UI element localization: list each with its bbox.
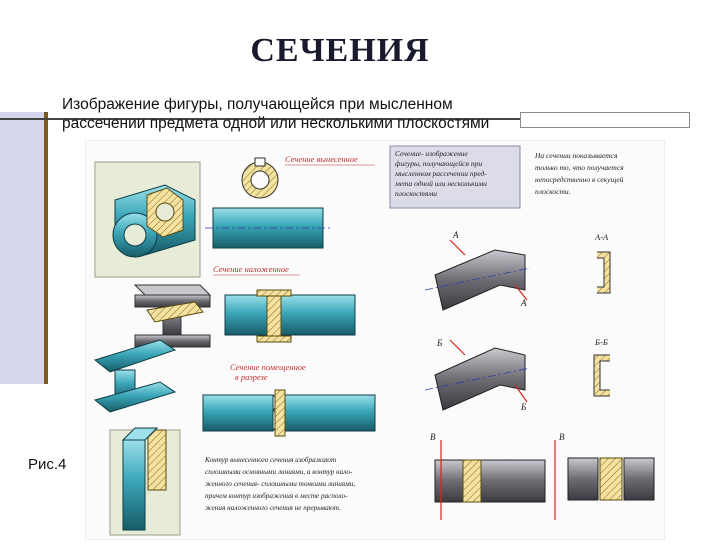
note-right-line-1: На сечении показывается [534, 151, 618, 160]
note-right-line-4: плоскости. [535, 187, 571, 196]
header-rule [0, 118, 690, 120]
bent-bar-b: Б Б [424, 338, 531, 412]
channel-3d [109, 427, 181, 536]
mark-a-top: А [452, 230, 459, 240]
definition-line-1: Сечение- изображение [395, 149, 469, 158]
left-accent-edge [44, 112, 48, 384]
mark-b-bottom: Б [520, 402, 527, 412]
slide-title: СЕЧЕНИЯ [250, 32, 430, 69]
note-bottom-line-1: Контур вынесенного сечения изображают [204, 456, 336, 464]
svg-text:Сечение- изображение: Сечение- изображение фигуры, получающейс… [394, 149, 489, 198]
mark-v-right: В [559, 432, 565, 442]
caption-extended: Сечение вынесенное [285, 154, 358, 164]
figure-label: Рис.4 [28, 456, 67, 473]
note-bottom-line-5: жения наложенного сечения не прерывают. [205, 504, 341, 512]
header-rule-box [520, 112, 690, 128]
left-accent-bar [0, 112, 46, 384]
bottom-part-v: В В [430, 432, 565, 520]
subtitle-line-2: рассечении предмета одной или нескольким… [62, 115, 490, 132]
note-right-line-2: только то, что получается [535, 163, 624, 172]
slide-subtitle: Изображение фигуры, получающейся при мыс… [62, 95, 572, 133]
shaft-3d [94, 161, 201, 278]
mark-b-top: Б [436, 338, 443, 348]
definition-box: Сечение- изображение фигуры, получающейс… [389, 145, 521, 209]
caption-superimposed: Сечение наложенное [213, 264, 289, 274]
extended-section [241, 157, 279, 199]
note-bottom-line-3: женного сечения- сплошными тонкими линия… [205, 480, 355, 488]
caption-in-break-line-1: Сечение помещенное [230, 362, 306, 372]
label-a-a: А-А [594, 232, 609, 242]
note-bottom-line-2: сплошными основными линиями, а контур на… [205, 468, 353, 476]
note-bottom: Контур вынесенного сечения изображают сп… [204, 456, 357, 512]
note-bottom-line-4: причем контур изображения в месте распол… [205, 492, 348, 500]
caption-in-break-line-2: в разрезе [235, 372, 268, 382]
in-break-section [202, 389, 376, 437]
note-right: На сечении показывается только то, что п… [534, 151, 626, 196]
caption-in-break: Сечение помещенное в разрезе [230, 362, 308, 382]
definition-line-5: плоскостями [395, 189, 437, 198]
sections-figure: Сечение вынесенное Сечение наложенное [84, 139, 666, 541]
definition-line-2: фигуры, получающейся при [395, 159, 482, 168]
superimposed-section [224, 289, 356, 343]
mark-a-bottom: А [520, 298, 527, 308]
mark-v-left: В [430, 432, 436, 442]
bent-bar-a: А А [424, 230, 531, 311]
definition-line-3: мысленном рассечении пред- [394, 169, 487, 178]
section-v-v [567, 457, 655, 501]
definition-line-4: мета одной или несколькими [394, 179, 487, 188]
subtitle-line-1: Изображение фигуры, получающейся при мыс… [62, 96, 453, 113]
sections-illustration: Сечение вынесенное Сечение наложенное [84, 139, 666, 541]
label-b-b: Б-Б [594, 337, 608, 347]
note-right-line-3: непосредственно в секущей [535, 175, 624, 184]
i-beam-3d [93, 284, 212, 413]
